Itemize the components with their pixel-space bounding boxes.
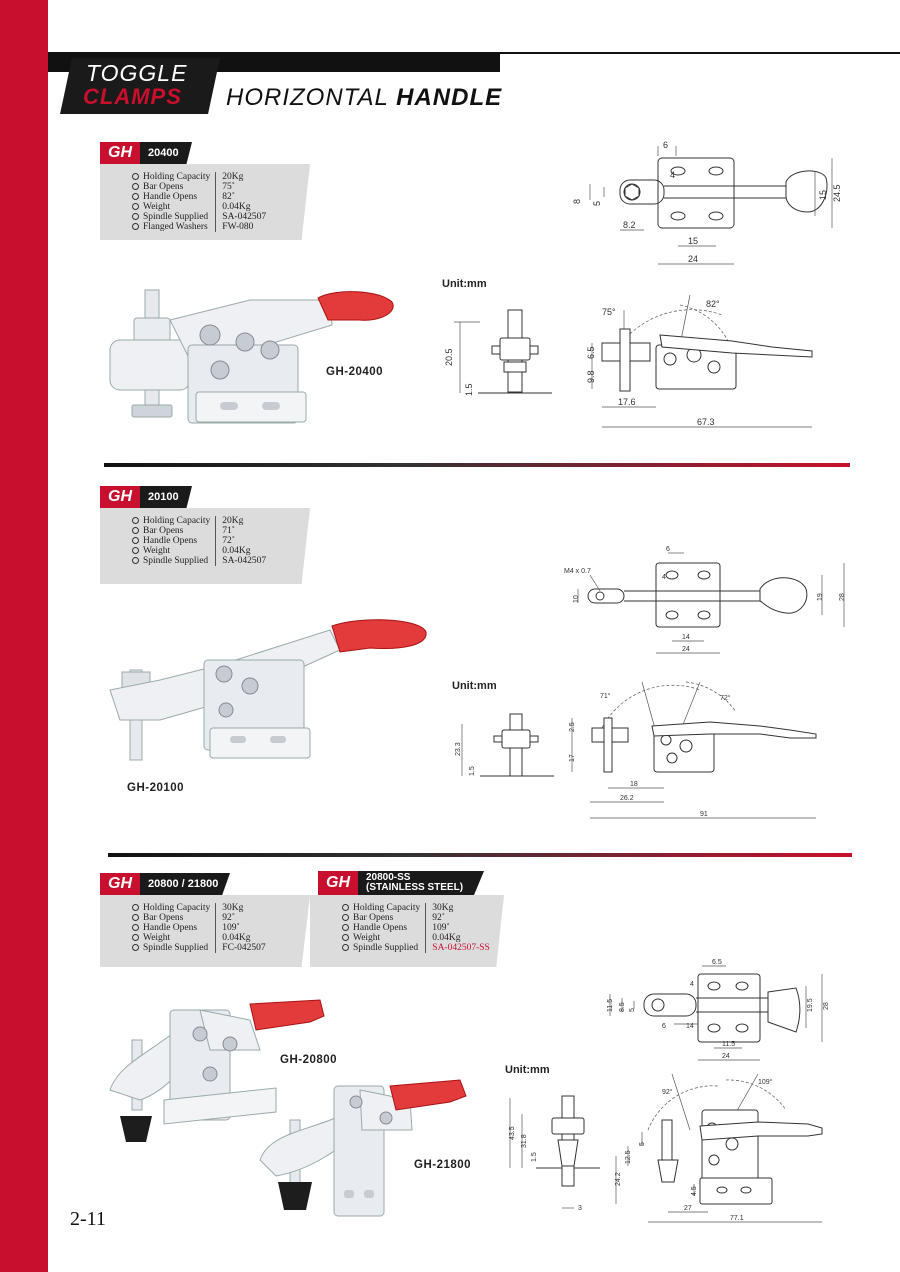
svg-text:14: 14 xyxy=(686,1023,694,1030)
svg-text:12.5: 12.5 xyxy=(625,1150,632,1164)
unit-label: Unit:mm xyxy=(505,1064,550,1076)
svg-text:27: 27 xyxy=(684,1205,692,1212)
top-view-drawing-20400: 6 4 8 5 8.2 15 24 15 24.5 xyxy=(572,140,840,265)
svg-text:24.5: 24.5 xyxy=(832,184,840,202)
svg-text:6: 6 xyxy=(662,1023,666,1030)
clamp-illustration-20100 xyxy=(109,619,427,761)
svg-text:28: 28 xyxy=(839,593,846,601)
product-tag-20800-21800: GH 20800 / 21800 xyxy=(100,873,230,895)
clamp-illustrations-20800-21800 xyxy=(109,999,467,1217)
svg-text:5: 5 xyxy=(629,1008,636,1012)
product-tag-20100: GH 20100 xyxy=(100,486,192,508)
svg-text:5: 5 xyxy=(592,201,602,206)
section-divider-2 xyxy=(108,853,852,857)
svg-text:14: 14 xyxy=(682,634,690,641)
section-divider-1 xyxy=(104,463,850,467)
svg-text:91: 91 xyxy=(700,811,708,818)
svg-text:1.5: 1.5 xyxy=(531,1152,538,1162)
svg-text:17.6: 17.6 xyxy=(618,397,636,407)
svg-text:24.2: 24.2 xyxy=(615,1172,622,1186)
svg-text:71°: 71° xyxy=(600,692,611,700)
svg-text:24: 24 xyxy=(688,254,698,264)
svg-text:11.5: 11.5 xyxy=(607,999,614,1012)
svg-text:4: 4 xyxy=(662,574,666,581)
svg-text:6: 6 xyxy=(663,140,668,150)
clamp-illustration-20400 xyxy=(109,289,394,424)
logo-line1: TOGGLE xyxy=(86,60,188,86)
product-tag-20400: GH 20400 xyxy=(100,142,192,164)
left-red-band xyxy=(0,0,48,1272)
svg-text:19: 19 xyxy=(817,593,824,601)
top-view-drawing-20800: 6.5 4 11.5 8.5 5 6 14 11.5 24 19.5 28 xyxy=(607,959,830,1061)
svg-text:6: 6 xyxy=(666,546,670,553)
svg-text:24: 24 xyxy=(682,646,690,653)
svg-text:15: 15 xyxy=(688,236,698,246)
svg-text:72°: 72° xyxy=(720,694,731,702)
front-view-drawing-20100: 23.3 1.5 xyxy=(455,713,554,777)
svg-text:31.8: 31.8 xyxy=(521,1134,528,1148)
front-view-drawing-20800: 43.5 31.8 1.5 3 xyxy=(509,1095,600,1212)
product-tag-20800-ss: GH 20800-SS (STAINLESS STEEL) xyxy=(318,871,484,895)
svg-text:9.8: 9.8 xyxy=(586,370,596,383)
svg-text:109°: 109° xyxy=(758,1078,773,1086)
unit-label: Unit:mm xyxy=(442,278,487,290)
svg-text:82°: 82° xyxy=(706,299,720,309)
svg-text:2.5: 2.5 xyxy=(569,722,576,732)
top-view-drawing-20100: M4 x 0.7 6 4 10 14 24 19 28 xyxy=(564,546,846,654)
model-label-20400: GH-20400 xyxy=(326,366,384,378)
header-rule xyxy=(500,52,900,54)
svg-text:24: 24 xyxy=(722,1053,730,1060)
svg-text:20.5: 20.5 xyxy=(444,348,454,366)
svg-text:43.5: 43.5 xyxy=(509,1126,516,1140)
svg-text:18: 18 xyxy=(630,781,638,788)
svg-text:1.5: 1.5 xyxy=(469,766,476,776)
svg-text:3: 3 xyxy=(578,1205,582,1212)
svg-text:6.5: 6.5 xyxy=(712,959,722,966)
page-title: HORIZONTAL HANDLE xyxy=(226,84,503,111)
svg-text:8: 8 xyxy=(572,199,582,204)
front-view-drawing-20400: 20.5 1.5 xyxy=(444,309,552,396)
clamp-20800-illustration xyxy=(109,999,325,1142)
svg-text:75°: 75° xyxy=(602,307,616,317)
side-view-drawing-20800: 92° 109° 5 12.5 24.2 4.5 27 77.1 xyxy=(615,1073,823,1223)
logo-line2: CLAMPS xyxy=(83,84,182,109)
svg-text:11.5: 11.5 xyxy=(722,1041,735,1048)
svg-text:M4 x 0.7: M4 x 0.7 xyxy=(564,568,591,575)
svg-text:26.2: 26.2 xyxy=(620,795,634,802)
side-view-drawing-20100: 71° 72° 2.5 17 18 26.2 91 xyxy=(569,681,817,819)
svg-text:6.5: 6.5 xyxy=(586,346,596,359)
model-label-20800: GH-20800 xyxy=(280,1054,338,1066)
svg-text:8.2: 8.2 xyxy=(623,220,636,230)
svg-text:4: 4 xyxy=(670,170,675,180)
svg-text:5: 5 xyxy=(639,1142,646,1146)
svg-text:4.5: 4.5 xyxy=(691,1186,698,1196)
svg-text:4: 4 xyxy=(690,981,694,988)
page-number: 2-11 xyxy=(70,1208,106,1230)
svg-text:17: 17 xyxy=(569,754,576,762)
unit-label: Unit:mm xyxy=(452,680,497,692)
svg-text:28: 28 xyxy=(823,1002,830,1010)
svg-text:92°: 92° xyxy=(662,1088,673,1096)
clamp-21800-illustration xyxy=(259,1079,467,1217)
model-label-20100: GH-20100 xyxy=(127,782,185,794)
svg-text:15: 15 xyxy=(818,190,828,200)
svg-text:77.1: 77.1 xyxy=(730,1215,744,1222)
svg-text:19.5: 19.5 xyxy=(807,998,814,1012)
model-label-21800: GH-21800 xyxy=(414,1159,472,1171)
svg-text:67.3: 67.3 xyxy=(697,417,715,427)
svg-text:23.3: 23.3 xyxy=(455,742,462,756)
svg-text:10: 10 xyxy=(573,595,580,603)
side-view-drawing-20400: 75° 82° 6.5 9.8 17.6 67.3 xyxy=(586,294,813,428)
svg-text:8.5: 8.5 xyxy=(619,1002,626,1012)
svg-text:1.5: 1.5 xyxy=(464,383,474,396)
